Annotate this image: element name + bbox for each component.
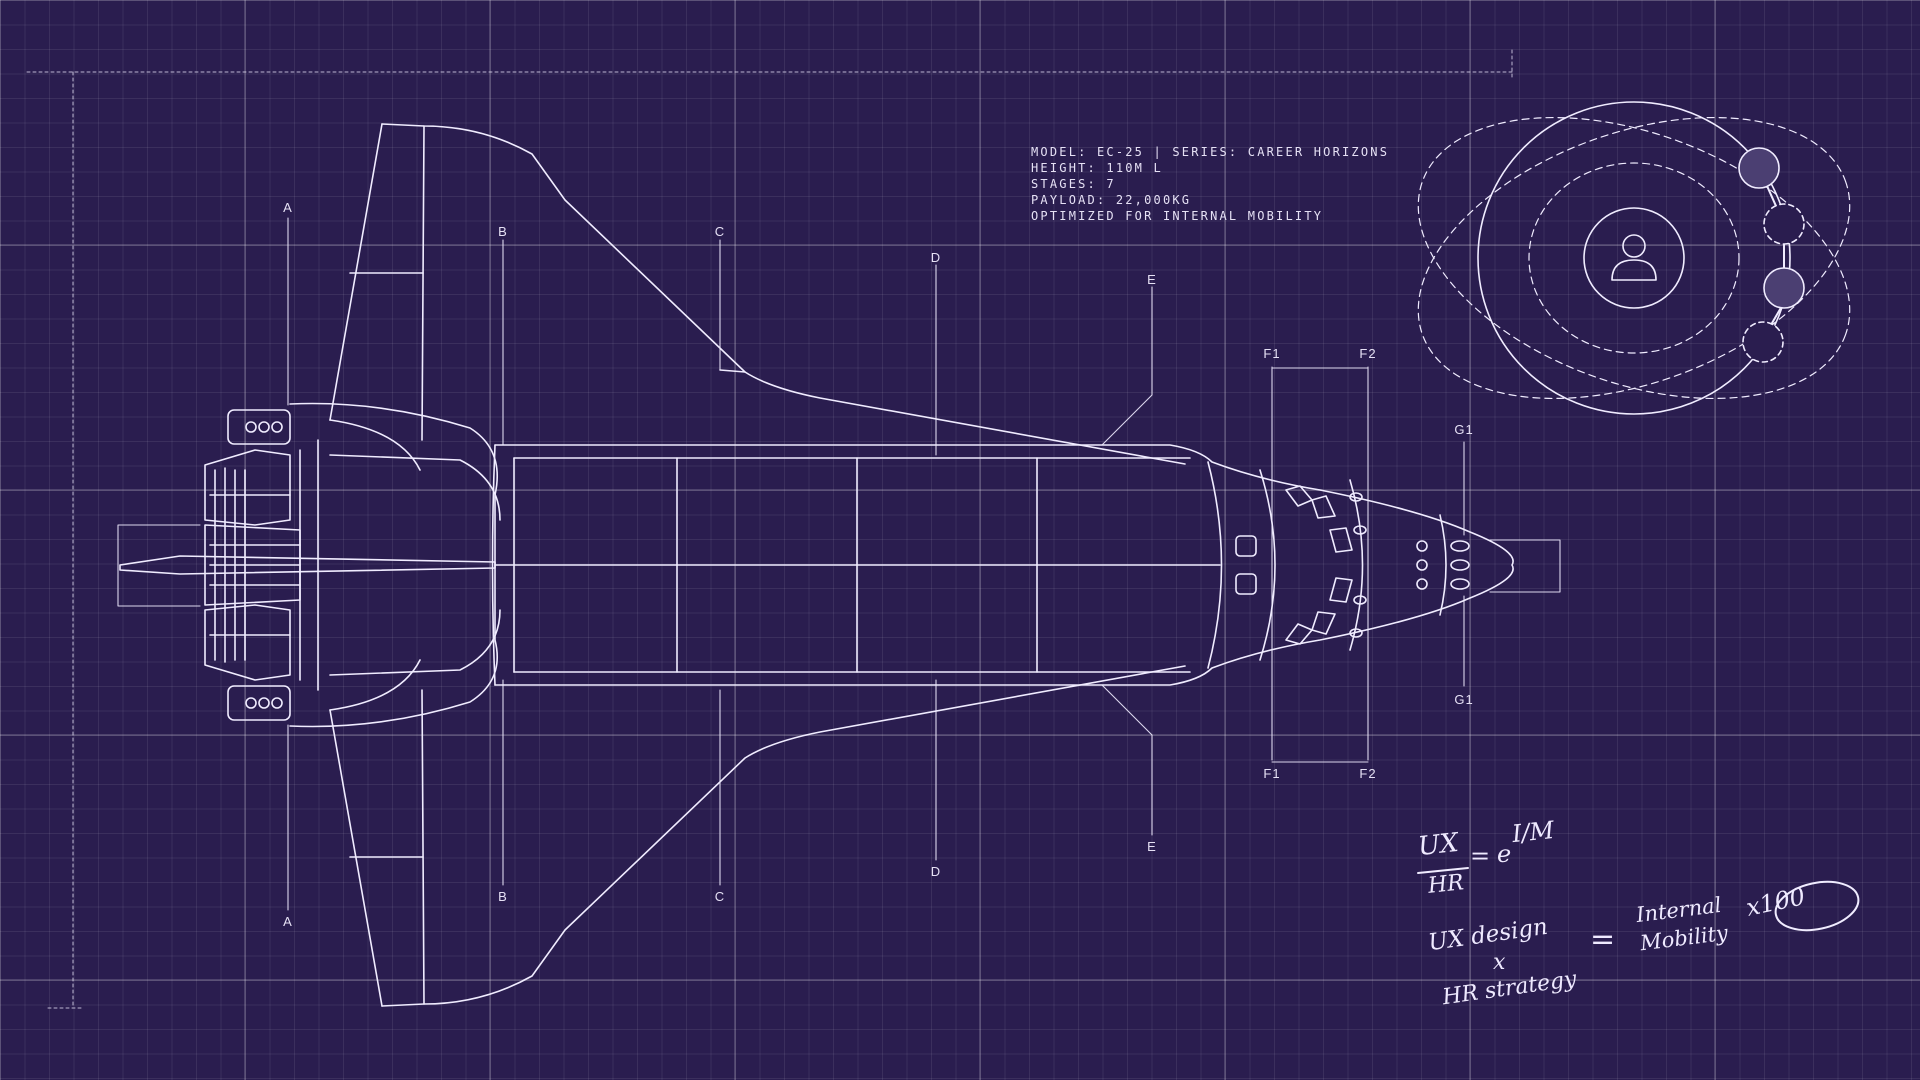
section-marker-lines	[117, 217, 1561, 911]
section-label-c-top: C	[714, 224, 726, 239]
formula-times: x	[1493, 950, 1506, 975]
section-label-f2-bottom: F2	[1359, 766, 1377, 781]
section-label-g1-bottom: G1	[1454, 692, 1474, 707]
spec-model: MODEL: EC-25 | SERIES: CAREER HORIZONS	[1031, 145, 1390, 159]
section-label-c-bottom: C	[714, 889, 726, 904]
fuselage	[491, 444, 1514, 686]
section-label-a-top: A	[283, 200, 293, 215]
person-icon	[1611, 234, 1657, 281]
formula-base: e	[1497, 840, 1512, 868]
section-label-f1-top: F1	[1263, 346, 1281, 361]
engine-pods	[227, 402, 501, 728]
specs-block: MODEL: EC-25 | SERIES: CAREER HORIZONS H…	[1031, 144, 1389, 224]
section-label-g1-top: G1	[1454, 422, 1474, 437]
formula-equals: =	[1470, 842, 1491, 870]
spec-stages: STAGES: 7	[1031, 177, 1116, 191]
shuttle-wings	[329, 123, 1186, 1007]
frame-lines	[26, 49, 1513, 1009]
tail-fin	[119, 555, 496, 575]
orbit-emblem	[1417, 101, 1851, 415]
section-label-e-bottom: E	[1147, 839, 1157, 854]
formula-numerator: UX	[1416, 827, 1460, 863]
section-label-b-bottom: B	[498, 889, 508, 904]
formula-exponent: I/M	[1510, 815, 1556, 849]
engine-nozzles	[204, 439, 319, 691]
section-label-f1-bottom: F1	[1263, 766, 1281, 781]
section-label-d-top: D	[930, 250, 942, 265]
section-label-f2-top: F2	[1359, 346, 1377, 361]
spec-height: HEIGHT: 110M L	[1031, 161, 1163, 175]
section-label-d-bottom: D	[930, 864, 942, 879]
section-label-a-bottom: A	[283, 914, 293, 929]
formula-strokes	[1417, 867, 1860, 932]
formula-denominator: HR	[1426, 870, 1465, 899]
formula-result-equals: =	[1590, 922, 1616, 957]
section-label-b-top: B	[498, 224, 508, 239]
section-label-e-top: E	[1147, 272, 1157, 287]
spec-optimized: OPTIMIZED FOR INTERNAL MOBILITY	[1031, 209, 1324, 223]
spec-payload: PAYLOAD: 22,000KG	[1031, 193, 1192, 207]
